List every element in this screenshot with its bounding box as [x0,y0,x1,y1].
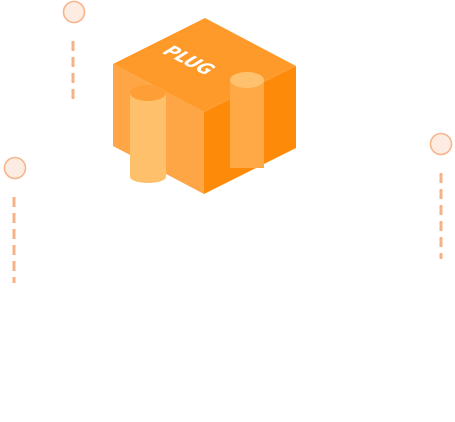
location-pin-icon [429,132,453,259]
pin-head [429,132,453,156]
right-peg-top [230,72,264,88]
plug-block-icon: PLUG [113,18,296,194]
right-peg-body [230,80,264,168]
pin-head [62,0,86,24]
left-peg-bottom [130,171,166,183]
left-peg-body [130,93,166,177]
pin-head [3,156,27,180]
location-pin-icon [3,156,27,283]
left-peg-top [130,85,166,101]
location-pin-icon [62,0,86,103]
